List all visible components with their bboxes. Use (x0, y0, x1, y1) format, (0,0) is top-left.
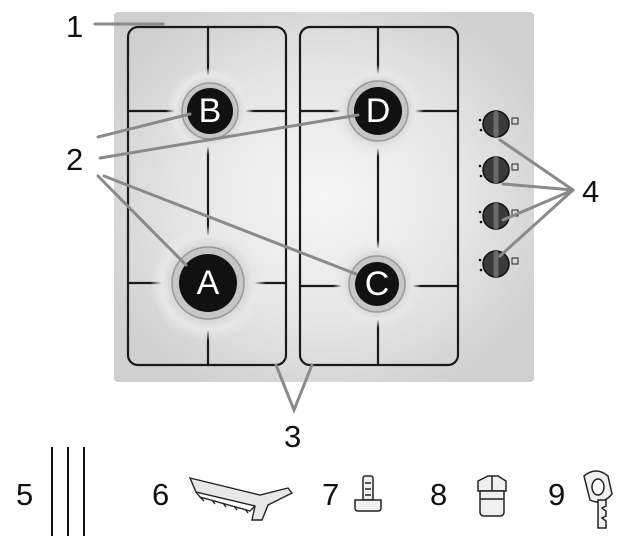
callout-1: 1 (66, 9, 83, 44)
burner-d-label: D (366, 92, 391, 130)
callout-5: 5 (16, 477, 33, 512)
leader-line-3 (274, 363, 314, 415)
callout-9: 9 (548, 477, 565, 512)
pipe-lines-icon (51, 447, 85, 536)
callout-2: 2 (66, 142, 83, 177)
leader-line-2-c (102, 174, 358, 276)
burner-d: D (332, 65, 424, 157)
leader-line-4-d (498, 188, 575, 258)
callout-3: 3 (284, 419, 301, 454)
burner-c-label: C (365, 265, 390, 303)
bracket-clamp-icon (188, 476, 294, 521)
control-knobs (478, 110, 519, 278)
burner-b: B (166, 67, 254, 155)
callout-4: 4 (582, 174, 599, 209)
leader-line-2-d (98, 113, 360, 160)
leader-line-2-a (96, 174, 188, 267)
burner-a-label: A (197, 264, 220, 302)
leader-line-2-b (96, 112, 192, 139)
leader-line-4-c (501, 188, 575, 222)
leader-line-4-a (498, 138, 575, 192)
control-knob (478, 110, 519, 138)
leader-line-4-b (501, 182, 575, 192)
burner-a: A (150, 225, 266, 341)
control-knob (478, 250, 519, 278)
burner-c: C (333, 240, 421, 328)
burner-b-label: B (199, 92, 222, 130)
hose-elbow-icon (583, 470, 613, 529)
screw-icon (354, 475, 382, 512)
callout-8: 8 (430, 477, 447, 512)
callout-6: 6 (152, 477, 169, 512)
control-knob (478, 156, 519, 184)
callout-7: 7 (322, 477, 339, 512)
leader-lines (93, 22, 575, 415)
nozzle-nut-icon (477, 475, 507, 517)
